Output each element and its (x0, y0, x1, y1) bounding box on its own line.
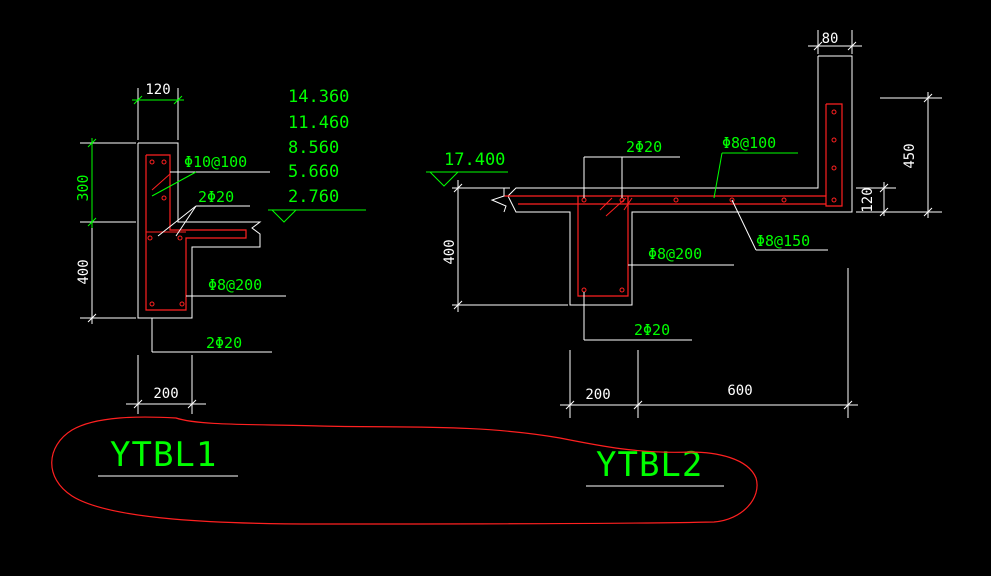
ytbl1-bar (179, 301, 185, 307)
ytbl1-dim-height-upper: 300 (74, 174, 92, 201)
ytbl1-dim-width-bottom: 200 (153, 386, 178, 402)
ytbl2-bar (673, 197, 679, 203)
ytbl2-bar (831, 165, 837, 171)
ytbl1-elevation-marker (271, 209, 297, 223)
ytbl2-beam-stirrup (577, 196, 629, 297)
ytbl1-elevation: 2.760 (288, 187, 339, 207)
ytbl2-dim-height-beam: 400 (442, 239, 458, 264)
ytbl2-bar (619, 287, 625, 293)
ytbl1-bar (177, 235, 183, 241)
ytbl1-outline (137, 142, 262, 319)
ytbl1-section: 120 300 400 Φ10@100 2Φ20 Φ8@200 2Φ20 200 (74, 82, 366, 414)
ytbl2-label-bars-bottom: 2Φ20 (634, 321, 670, 339)
ytbl2-label-bars-top: 2Φ20 (626, 138, 662, 156)
ytbl2-label-slab-bottom: Φ8@150 (756, 232, 810, 250)
ytbl2-bar (831, 109, 837, 115)
ytbl1-label-bars-mid: 2Φ20 (198, 188, 234, 206)
ytbl1-elevation: 14.360 (288, 87, 349, 107)
ytbl1-bar (149, 301, 155, 307)
ytbl2-bar (729, 197, 735, 203)
markup-cloud (51, 416, 758, 525)
ytbl1-elevation: 11.460 (288, 113, 349, 133)
ytbl2-outline (507, 55, 853, 306)
ytbl2-bar (831, 137, 837, 143)
ytbl2-elevation: 17.400 (444, 150, 505, 170)
ytbl2-dim-width-beam: 200 (585, 387, 610, 403)
ytbl2-bar (781, 197, 787, 203)
ytbl1-elevation: 8.560 (288, 138, 339, 158)
ytbl2-dim-width-slab: 600 (727, 383, 752, 399)
ytbl2-label-stirrup: Φ8@200 (648, 245, 702, 263)
ytbl2-dim-height-upper: 450 (902, 143, 918, 168)
ytbl2-bar (581, 287, 587, 293)
ytbl1-elevation: 5.660 (288, 162, 339, 182)
ytbl2-break-line (490, 188, 507, 213)
ytbl1-label-stirrup-lower: Φ8@200 (208, 276, 262, 294)
ytbl1-label-stirrup-upper: Φ10@100 (184, 153, 247, 171)
ytbl1-rebar-cage (145, 154, 247, 311)
ytbl1-dim-width-top: 120 (145, 82, 170, 98)
ytbl1-bar (149, 159, 155, 165)
ytbl2-dim-width-top: 80 (822, 31, 839, 47)
ytbl1-dim-height-lower: 400 (76, 259, 92, 284)
ytbl1-rebar-hook (151, 173, 171, 191)
ytbl2-elevation-marker (429, 171, 459, 187)
ytbl1-title: YTBL1 (110, 435, 217, 475)
ytbl2-section: 80 450 120 400 17.400 2Φ20 Φ8@100 Φ8 (426, 30, 942, 418)
ytbl2-bar (581, 197, 587, 203)
ytbl1-bar (161, 195, 167, 201)
ytbl1-bar (161, 159, 167, 165)
ytbl2-rebar-cage (504, 103, 843, 207)
ytbl2-bar (831, 197, 837, 203)
ytbl2-dim-height-slab: 120 (860, 187, 876, 212)
ytbl1-label-bars-bottom: 2Φ20 (206, 334, 242, 352)
ytbl1-bar (147, 235, 153, 241)
ytbl2-label-slab-top: Φ8@100 (722, 134, 776, 152)
